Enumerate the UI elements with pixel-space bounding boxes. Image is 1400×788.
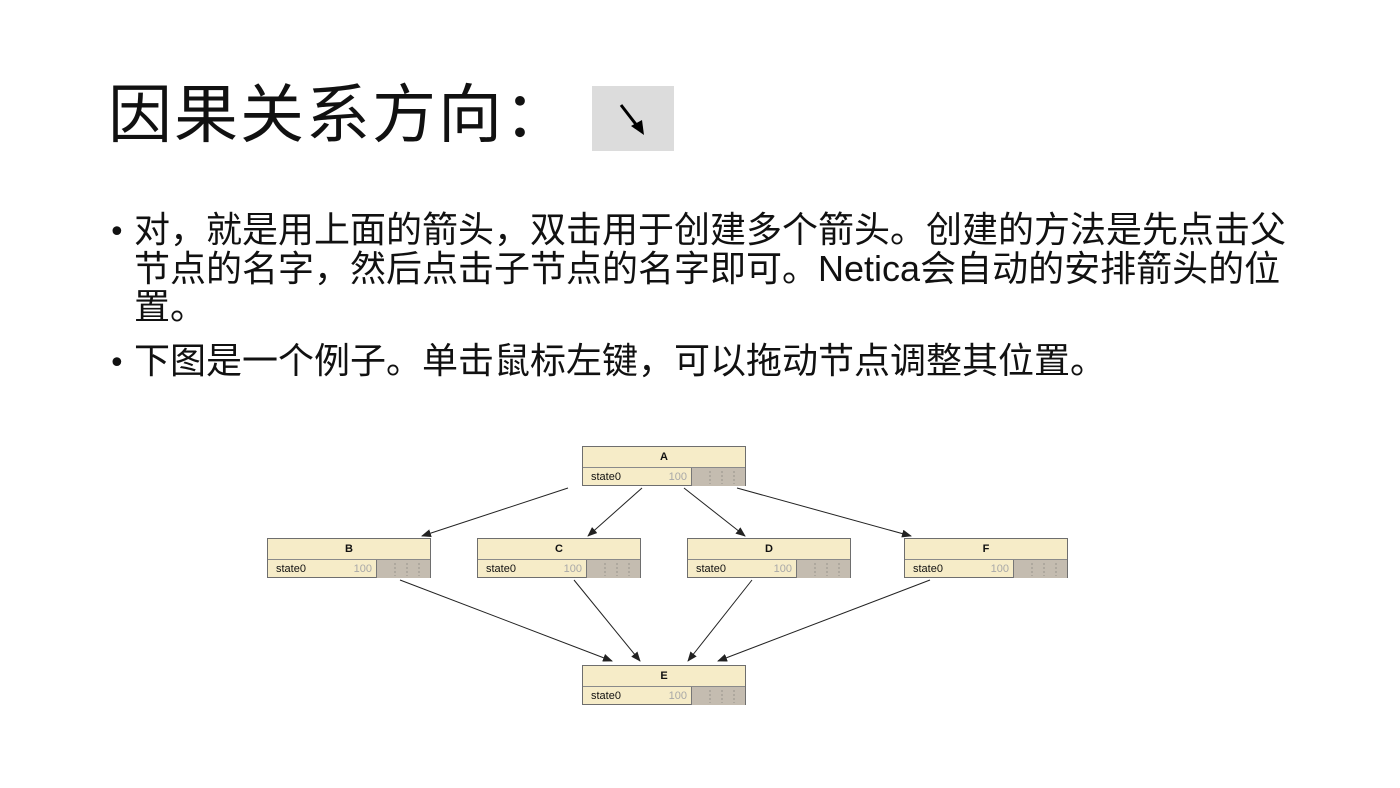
node-state-row: state0 100 (268, 560, 430, 578)
node-state-row: state0 100 (583, 687, 745, 705)
node-state-row: state0 100 (905, 560, 1067, 578)
node-belief-bar (796, 560, 850, 578)
node-belief-bar (691, 468, 745, 486)
node-name: C (478, 539, 640, 560)
bullet-text-part: 会自动的安排箭头的位置。 (134, 249, 1281, 328)
bullet-item: • 下图是一个例子。单击鼠标左键，可以拖动节点调整其位置。 (108, 343, 1308, 383)
node-belief-bar (1013, 560, 1067, 578)
bullet-text: 对，就是用上面的箭头，双击用于创建多个箭头。创建的方法是先点击父节点的名字，然后… (134, 212, 1308, 327)
arrow-tool-icon (592, 86, 674, 151)
title-row: 因果关系方向： (108, 80, 674, 151)
node-state: state0 (696, 563, 726, 575)
edge-a-f (736, 487, 912, 538)
node-name: B (268, 539, 430, 560)
node-state: state0 (276, 563, 306, 575)
node-name: F (905, 539, 1067, 560)
node-belief-bar (691, 687, 745, 705)
node-belief-bar (586, 560, 640, 578)
edge-f-e (717, 579, 931, 662)
node-state: state0 (591, 690, 621, 702)
edge-a-c (587, 487, 643, 537)
node-state: state0 (913, 563, 943, 575)
bullet-marker: • (108, 215, 126, 250)
node-name: A (583, 447, 745, 468)
slide-title: 因果关系方向： (108, 78, 570, 153)
edge-b-e (399, 579, 613, 662)
edge-a-b (421, 487, 569, 537)
node-name: E (583, 666, 745, 687)
bullet-text-part: 对，就是用上面的箭头，双击用于创建多个箭头。创建的方法是先点击父节点的名字，然后… (134, 210, 1287, 290)
edge-d-e (687, 579, 753, 662)
node-b[interactable]: B state0 100 (267, 538, 431, 578)
node-value: 100 (668, 471, 687, 483)
edge-a-d (683, 487, 746, 537)
node-name: D (688, 539, 850, 560)
node-a[interactable]: A state0 100 (582, 446, 746, 486)
node-f[interactable]: F state0 100 (904, 538, 1068, 578)
node-value: 100 (990, 563, 1009, 575)
node-d[interactable]: D state0 100 (687, 538, 851, 578)
node-state: state0 (486, 563, 516, 575)
node-state: state0 (591, 471, 621, 483)
node-belief-bar (376, 560, 430, 578)
node-state-row: state0 100 (478, 560, 640, 578)
bullet-marker: • (108, 346, 126, 381)
bullet-text: 下图是一个例子。单击鼠标左键，可以拖动节点调整其位置。 (134, 341, 1107, 382)
node-e[interactable]: E state0 100 (582, 665, 746, 705)
node-value: 100 (353, 563, 372, 575)
node-c[interactable]: C state0 100 (477, 538, 641, 578)
node-state-row: state0 100 (583, 468, 745, 486)
edge-c-e (573, 579, 641, 662)
node-state-row: state0 100 (688, 560, 850, 578)
bullet-list: • 对，就是用上面的箭头，双击用于创建多个箭头。创建的方法是先点击父节点的名字，… (108, 212, 1308, 399)
bullet-item: • 对，就是用上面的箭头，双击用于创建多个箭头。创建的方法是先点击父节点的名字，… (108, 212, 1308, 327)
bullet-text-latin: Netica (818, 248, 921, 289)
node-value: 100 (773, 563, 792, 575)
node-value: 100 (563, 563, 582, 575)
node-value: 100 (668, 690, 687, 702)
